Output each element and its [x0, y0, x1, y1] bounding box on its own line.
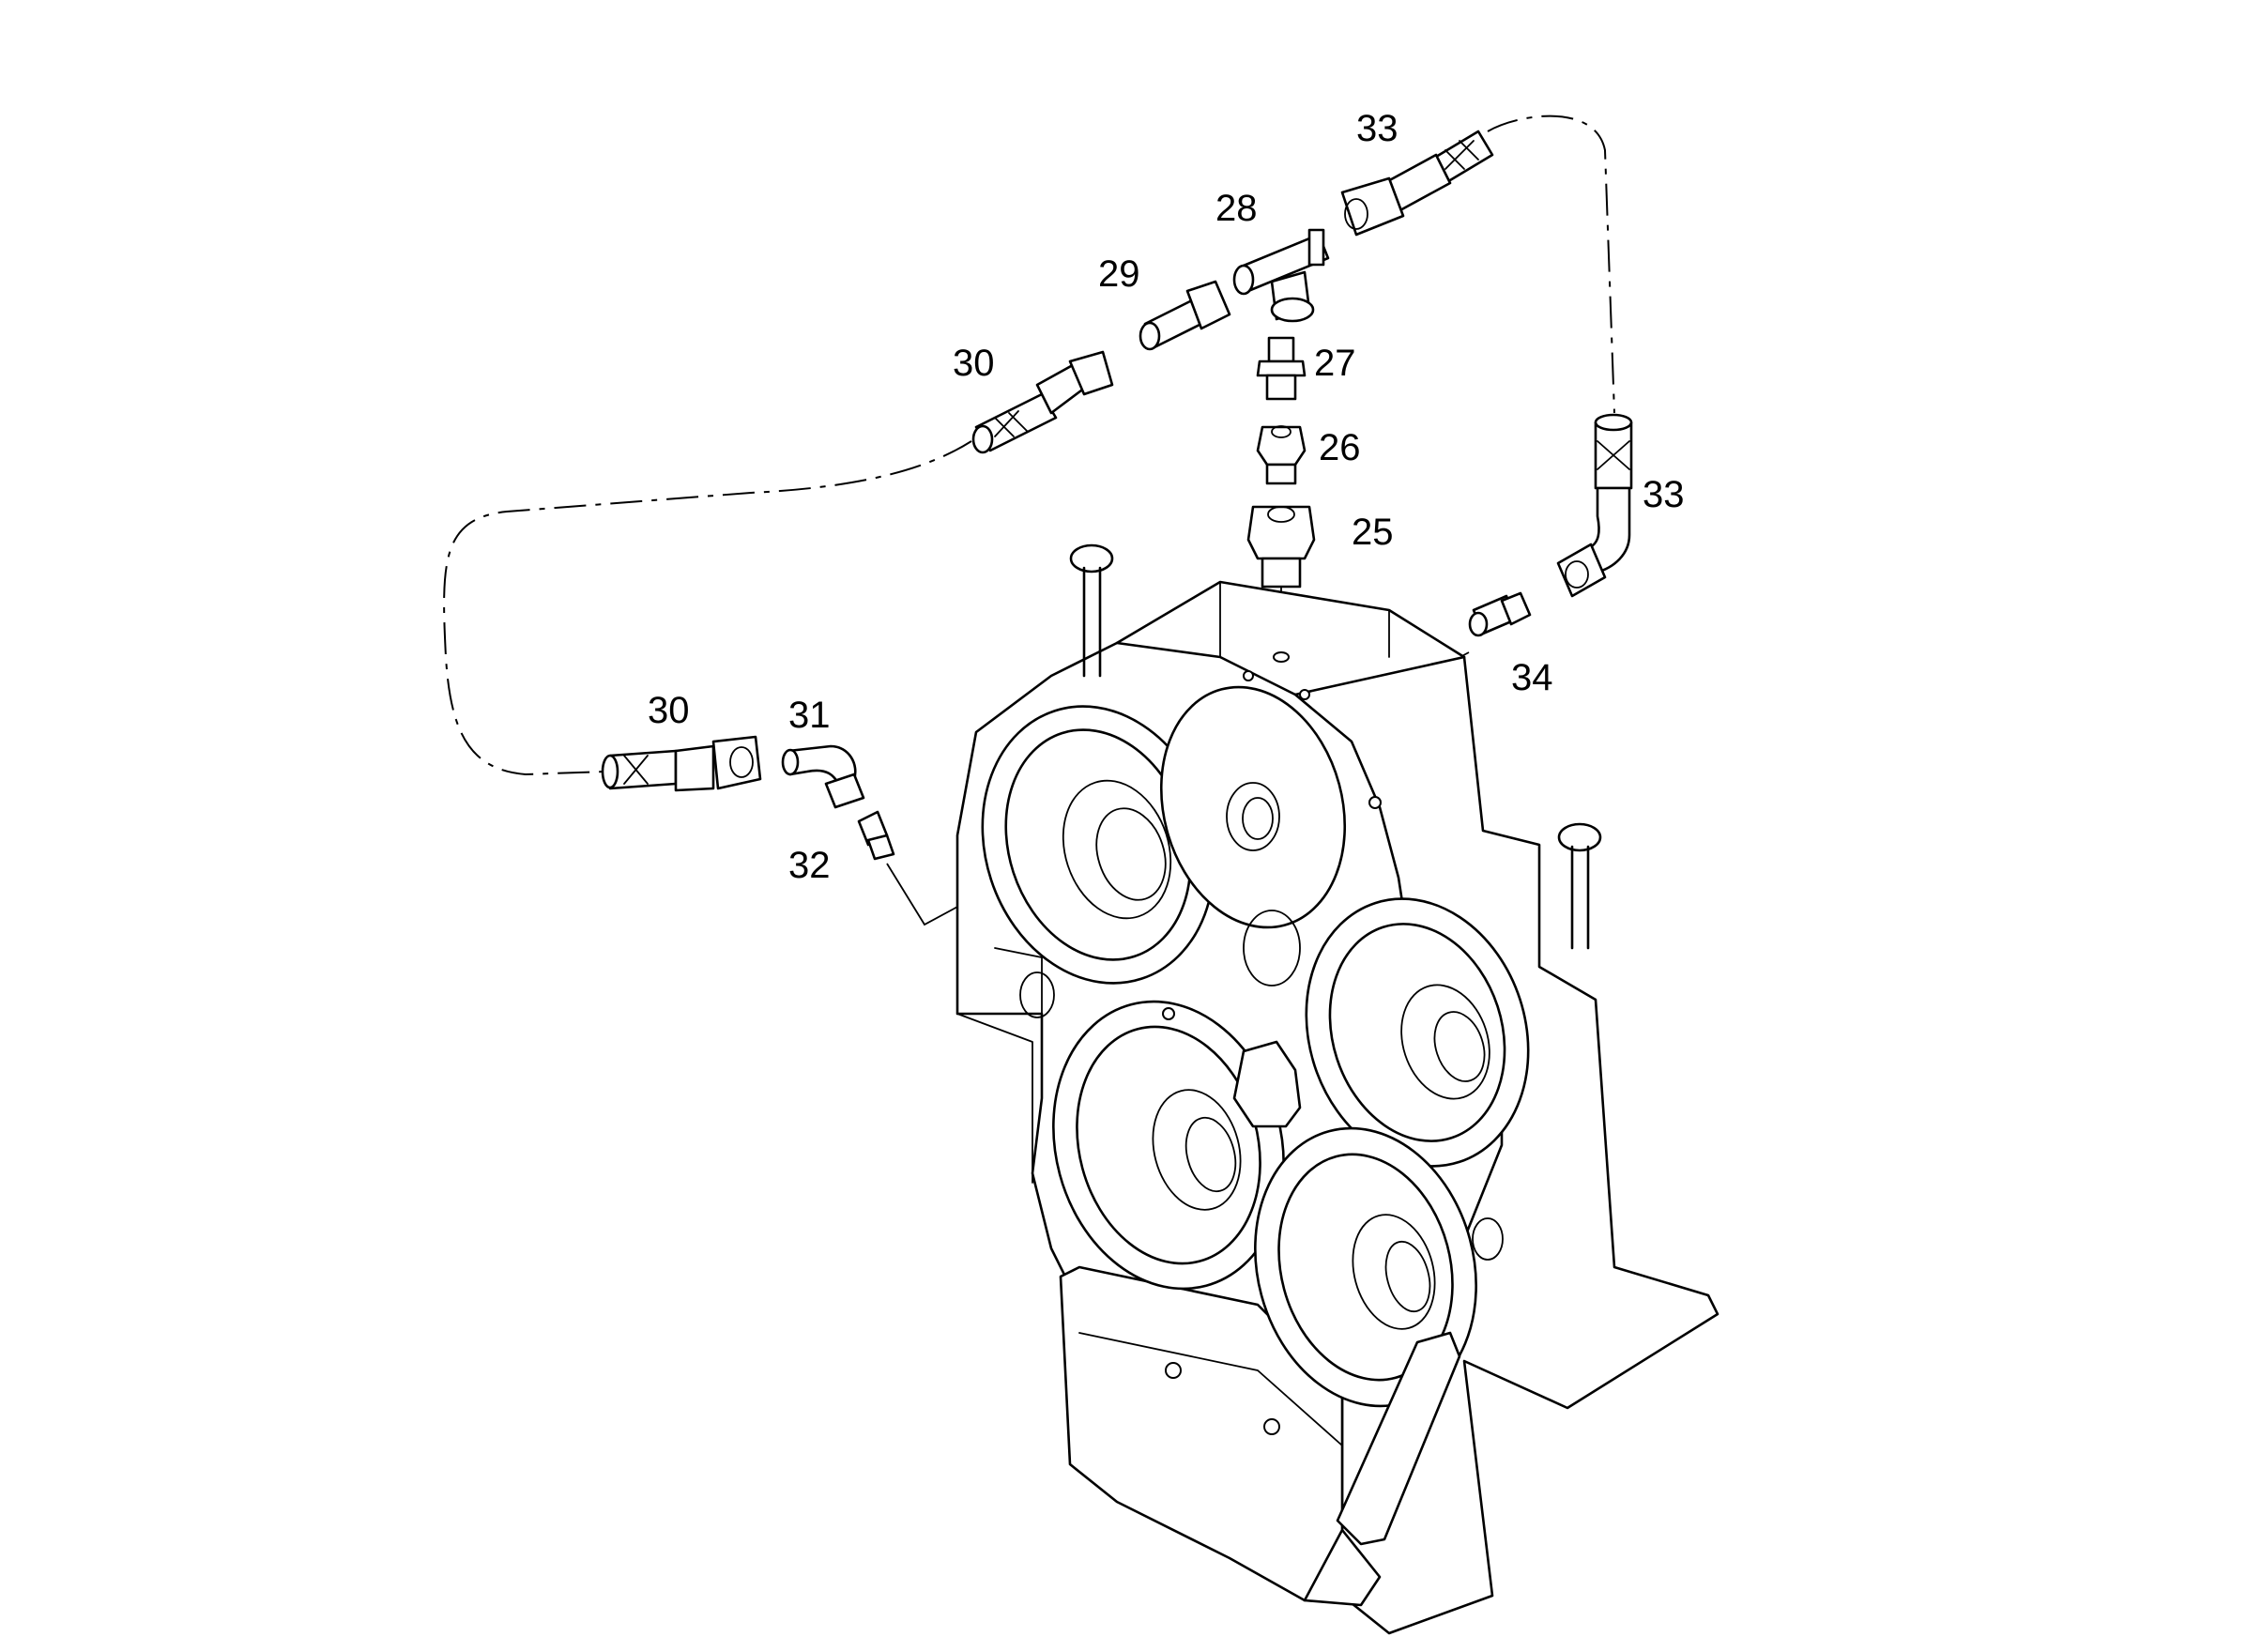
fitting-32 [857, 810, 895, 861]
fitting-26 [1256, 425, 1307, 485]
eye-bolt-left [1069, 543, 1114, 678]
top-port-hole [1273, 651, 1290, 663]
hose-end-33-right [1556, 413, 1633, 598]
callout-28: 28 [1215, 188, 1258, 229]
fitting-25 [1246, 505, 1316, 589]
callout-30-lower: 30 [648, 690, 690, 731]
callout-33-upper: 33 [1356, 108, 1398, 149]
bore-right [1305, 897, 1530, 1168]
fitting-29 [1139, 280, 1231, 351]
callout-30-upper: 30 [953, 343, 995, 384]
side-port-left [1019, 971, 1055, 1018]
callout-31: 31 [788, 695, 831, 736]
hose-end-33-upper [1340, 130, 1494, 237]
fitting-28 [1232, 228, 1330, 323]
support-strut [1336, 1331, 1461, 1546]
fitting-34 [1468, 591, 1532, 637]
inspection-cover [1232, 1040, 1302, 1128]
callout-34: 34 [1511, 657, 1553, 698]
fitting-31 [781, 744, 865, 809]
fitting-27 [1256, 336, 1307, 401]
hose-route-right [1487, 115, 1615, 414]
hose-end-30-lower [601, 735, 762, 792]
callout-25: 25 [1352, 512, 1394, 553]
callout-33-right: 33 [1643, 474, 1685, 515]
callout-26: 26 [1319, 427, 1361, 468]
bore-upper-center [1159, 685, 1347, 987]
eye-bolt-right [1557, 822, 1602, 950]
callout-27: 27 [1314, 343, 1356, 384]
callout-32: 32 [788, 845, 831, 886]
bore-upper-left [981, 705, 1215, 985]
side-port-right [1472, 1217, 1504, 1261]
hose-end-30-upper [971, 350, 1114, 454]
bore-lower-right [1254, 1126, 1477, 1408]
hose-route-left [443, 440, 972, 776]
callout-29: 29 [1098, 253, 1140, 295]
